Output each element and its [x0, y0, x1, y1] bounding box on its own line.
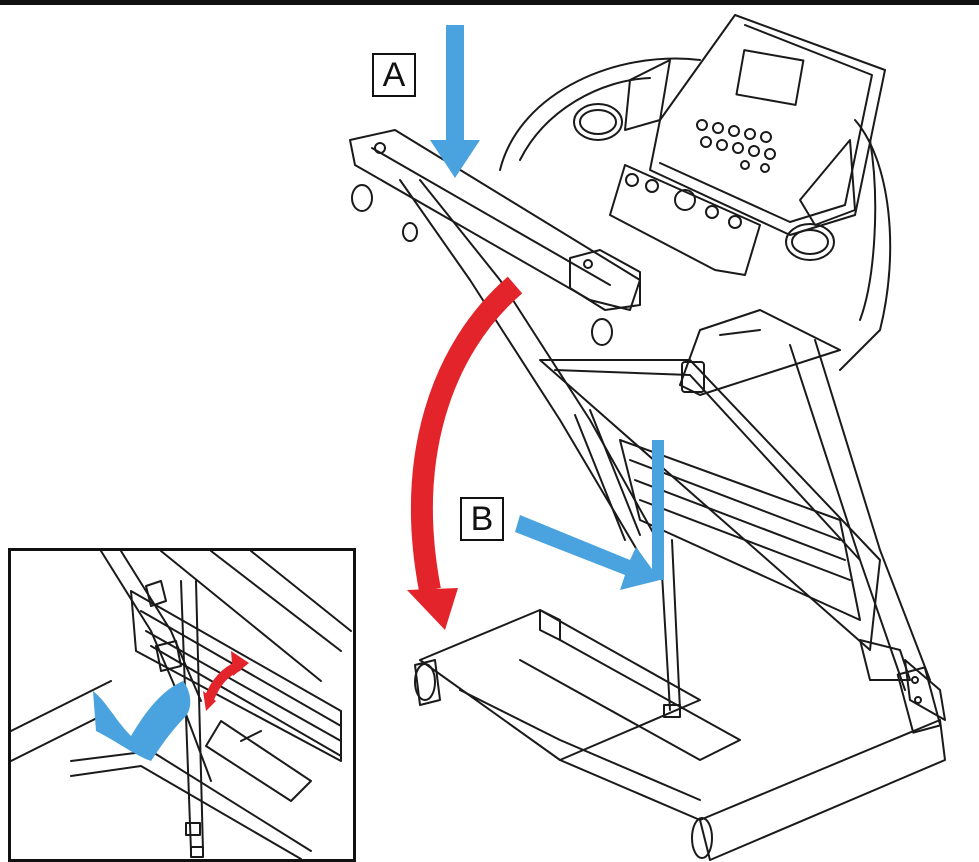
- curved-arrow-icon: [407, 276, 523, 630]
- console-display: [735, 49, 805, 106]
- detail-inset: [8, 548, 356, 862]
- callout-label-b: B: [460, 497, 504, 541]
- base-frame-right: [699, 719, 946, 861]
- handlebar-clamp: [569, 249, 641, 311]
- deck-motor-cover: [619, 439, 861, 621]
- right-grip: [679, 309, 841, 396]
- left-upright: [399, 179, 641, 556]
- right-speaker: [785, 223, 835, 261]
- arrow-down-icon: [430, 25, 480, 178]
- treadmill-line-art: [349, 14, 946, 861]
- handlebar-bar: [349, 129, 641, 311]
- callout-label-a: A: [372, 53, 416, 97]
- arrow-right-icon: [515, 515, 660, 590]
- check-mark-icon: [93, 681, 191, 761]
- deck-outline: [539, 359, 881, 651]
- console-buttons: [696, 119, 776, 173]
- console-body: [649, 14, 886, 236]
- top-border: [0, 0, 979, 5]
- upper-arc: [499, 57, 701, 171]
- rotate-arrow-icon: [203, 651, 249, 711]
- base-frame-left: [419, 609, 701, 761]
- console-lower-panel: [609, 164, 761, 276]
- inset-illustration: [11, 551, 352, 859]
- right-upright: [789, 344, 906, 691]
- left-speaker: [573, 103, 623, 141]
- right-arc: [839, 119, 892, 371]
- support-rod-highlight: [652, 440, 664, 580]
